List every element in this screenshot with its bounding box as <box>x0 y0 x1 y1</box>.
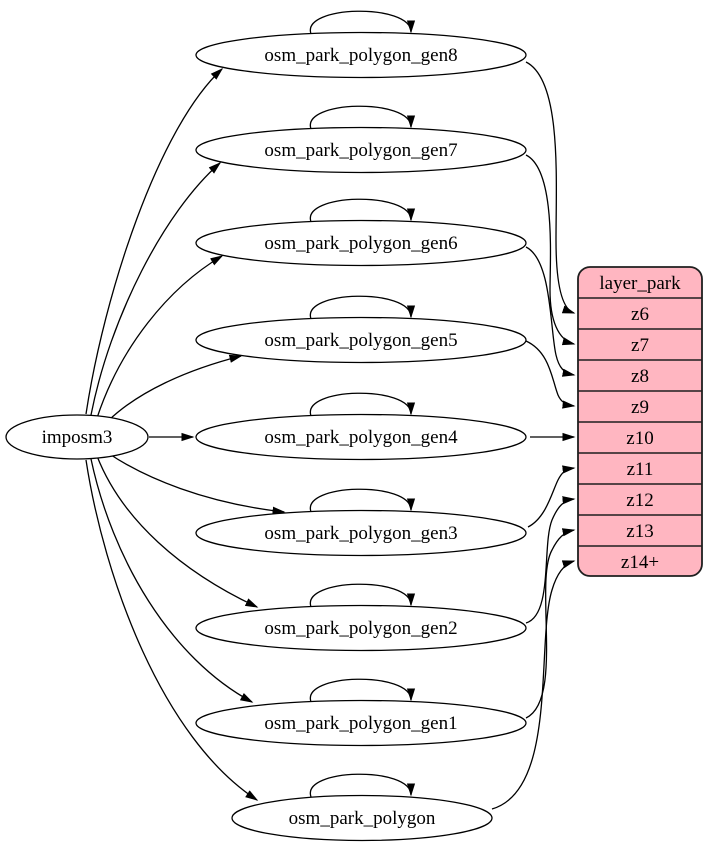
edge-gen5-to-z9 <box>525 340 576 409</box>
node-osm-park-polygon-gen2: osm_park_polygon_gen2 <box>195 604 527 652</box>
edge-imposm3-to-gen7 <box>90 162 222 416</box>
gen3-label: osm_park_polygon_gen3 <box>264 523 457 544</box>
node-imposm3: imposm3 <box>5 414 149 460</box>
edge-group-tables-to-layer <box>491 61 576 810</box>
self-loop-gen5 <box>309 295 416 320</box>
node-osm-park-polygon-gen7: osm_park_polygon_gen7 <box>195 126 527 174</box>
edge-imposm3-to-gen1 <box>90 458 254 703</box>
layer-park-row-z9: z9 <box>631 397 649 418</box>
layer-park-row-z10: z10 <box>626 428 653 449</box>
layer-park-row-z6: z6 <box>631 304 649 325</box>
node-osm-park-polygon-gen3: osm_park_polygon_gen3 <box>195 509 527 557</box>
gen1-label: osm_park_polygon_gen1 <box>264 713 457 734</box>
imposm3-label: imposm3 <box>42 427 113 448</box>
layer-park-row-z13: z13 <box>626 521 653 542</box>
layer-park-row-z12: z12 <box>626 490 653 511</box>
self-loop-gen6 <box>309 198 416 223</box>
node-osm-park-polygon-gen6: osm_park_polygon_gen6 <box>195 219 527 267</box>
layer-park-header: layer_park <box>599 273 681 294</box>
edge-polygon-to-z14plus <box>491 560 576 810</box>
node-layer-park: layer_park z6 z7 z8 z9 z10 z11 z12 z13 z… <box>577 266 703 577</box>
edge-imposm3-to-gen6 <box>96 255 224 419</box>
layer-park-row-z14plus: z14+ <box>621 552 659 573</box>
self-loop-gen2 <box>309 583 416 608</box>
gen6-label: osm_park_polygon_gen6 <box>264 233 457 254</box>
layer-park-row-z7: z7 <box>631 335 649 356</box>
gen7-label: osm_park_polygon_gen7 <box>264 140 457 161</box>
edge-group-source-to-tables <box>85 67 286 801</box>
node-osm-park-polygon-gen8: osm_park_polygon_gen8 <box>195 31 527 79</box>
gen7-ellipse <box>195 126 527 174</box>
self-loop-gen4 <box>309 392 416 417</box>
edge-imposm3-to-gen3 <box>107 452 286 515</box>
self-loop-gen3 <box>309 488 416 513</box>
node-osm-park-polygon-gen1: osm_park_polygon_gen1 <box>195 699 527 747</box>
gen5-ellipse <box>195 316 527 364</box>
gen3-ellipse <box>195 509 527 557</box>
edge-group-self-loops <box>309 10 416 798</box>
node-osm-park-polygon-gen5: osm_park_polygon_gen5 <box>195 316 527 364</box>
imposm3-ellipse <box>5 414 149 460</box>
gen4-label: osm_park_polygon_gen4 <box>264 427 458 448</box>
self-loop-gen7 <box>309 105 416 130</box>
edge-gen1-to-z13 <box>525 528 576 719</box>
edge-imposm3-to-gen8 <box>85 67 224 415</box>
polygon-ellipse <box>231 794 493 842</box>
gen1-ellipse <box>195 699 527 747</box>
edge-imposm3-to-gen5 <box>107 354 243 422</box>
edge-gen6-to-z8 <box>525 246 576 377</box>
gen4-ellipse <box>195 413 527 461</box>
gen2-ellipse <box>195 604 527 652</box>
edge-imposm3-to-gen2 <box>96 455 259 608</box>
self-loop-polygon <box>309 773 416 798</box>
edge-gen3-to-z11 <box>527 465 576 528</box>
layer-park-row-z11: z11 <box>627 459 654 480</box>
layer-park-row-z8: z8 <box>631 366 649 387</box>
edge-gen8-to-z6 <box>525 61 576 314</box>
gen8-label: osm_park_polygon_gen8 <box>264 45 457 66</box>
edge-gen2-to-z12 <box>525 496 576 624</box>
node-osm-park-polygon-gen4: osm_park_polygon_gen4 <box>195 413 527 461</box>
node-osm-park-polygon: osm_park_polygon <box>231 794 493 842</box>
edge-gen7-to-z7 <box>525 154 576 346</box>
gen8-ellipse <box>195 31 527 79</box>
polygon-label: osm_park_polygon <box>289 808 436 829</box>
self-loop-gen8 <box>309 10 416 35</box>
gen5-label: osm_park_polygon_gen5 <box>264 330 457 351</box>
edge-imposm3-to-polygon <box>85 459 259 801</box>
self-loop-gen1 <box>309 678 416 703</box>
gen6-ellipse <box>195 219 527 267</box>
gen2-label: osm_park_polygon_gen2 <box>264 618 457 639</box>
